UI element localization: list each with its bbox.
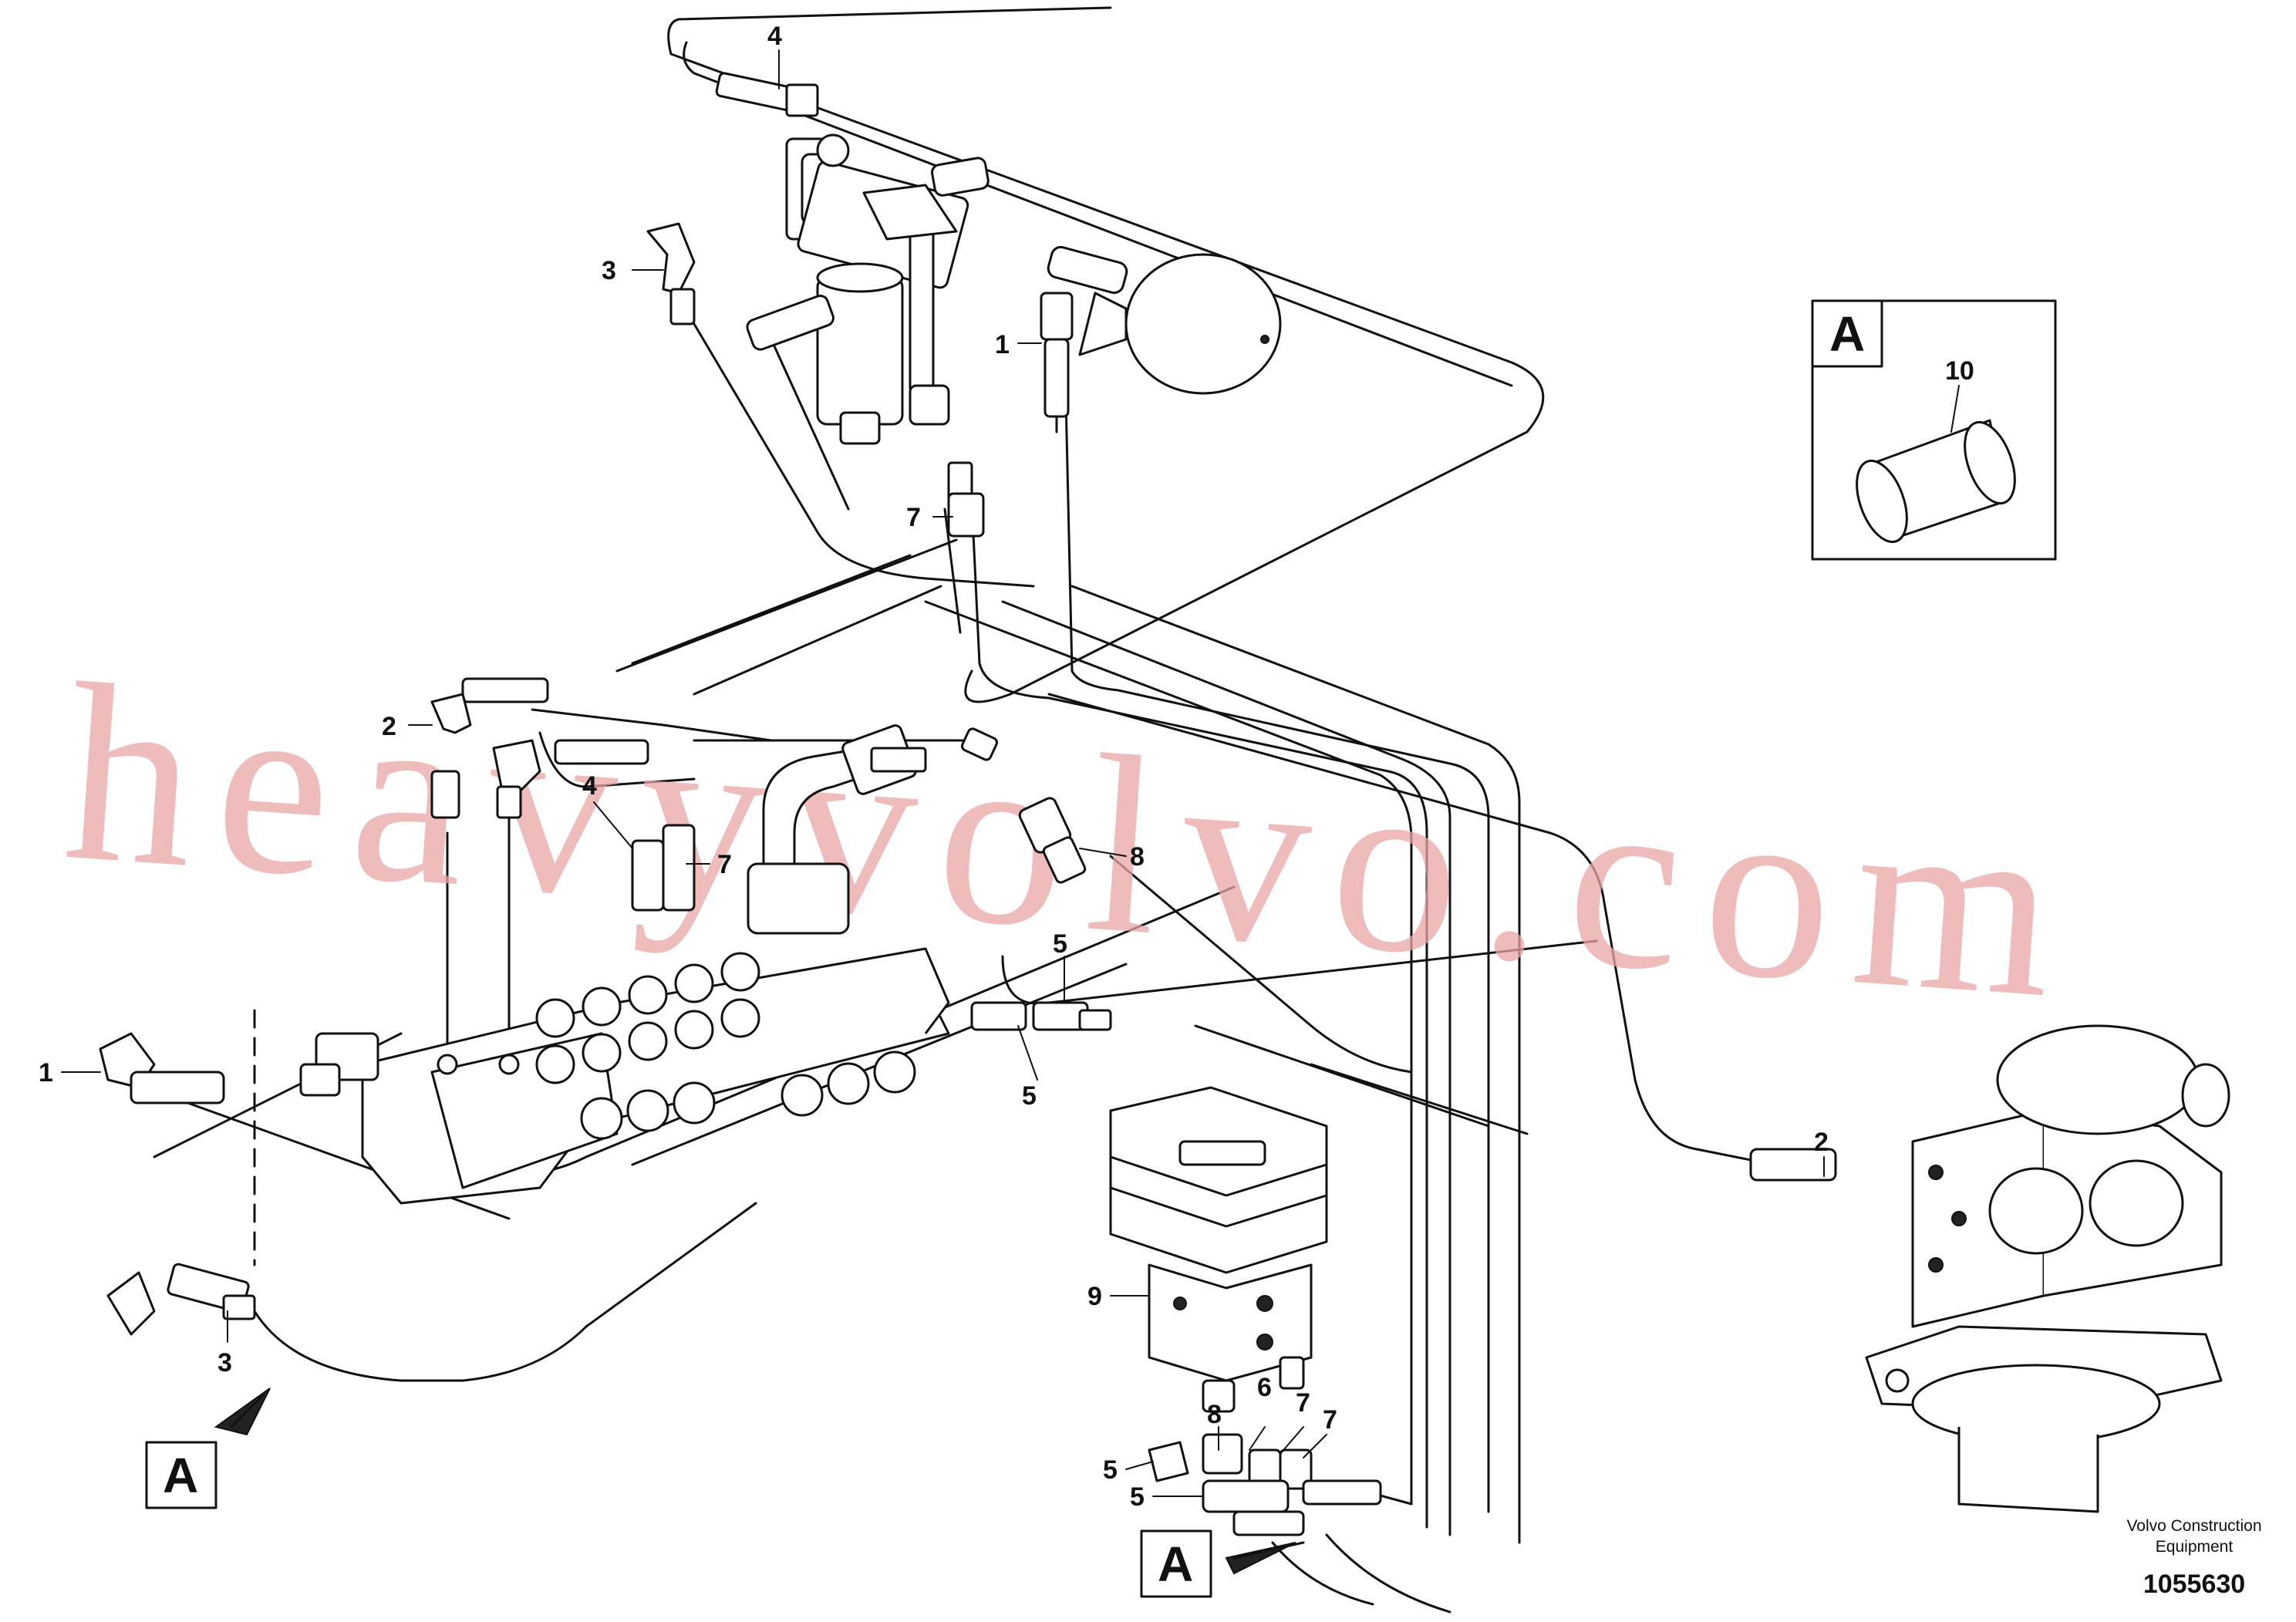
callout-left-3: 3	[217, 1348, 232, 1378]
callout-bot-5a: 5	[1103, 1455, 1118, 1485]
swing-motor	[1749, 1024, 2230, 1513]
main-control-valve	[299, 724, 950, 1205]
callout-top-3: 3	[602, 256, 616, 285]
left-fittings	[99, 1009, 256, 1336]
callout-mid-7: 7	[717, 850, 732, 879]
view-marker-left-letter: A	[163, 1448, 198, 1503]
callout-bot-7a: 7	[1296, 1388, 1310, 1418]
callout-mid-5b: 5	[1022, 1081, 1037, 1111]
pilot-control-unit	[1109, 1086, 1328, 1413]
detail-box-a: A	[1811, 299, 2057, 561]
top-fittings	[646, 72, 1074, 538]
view-marker-bottom-letter: A	[1158, 1536, 1193, 1592]
callout-bot-8: 8	[1207, 1400, 1222, 1429]
accumulator	[1047, 245, 1282, 395]
callout-mid-2: 2	[382, 712, 396, 741]
hose-routes	[122, 6, 1775, 1614]
bushing-part-10	[1856, 419, 2016, 544]
callout-detail-10: 10	[1945, 356, 1974, 386]
view-marker-bottom: A	[1140, 1529, 1305, 1598]
main-valve-fittings	[430, 677, 1112, 1031]
leader-lines	[61, 49, 1825, 1497]
callout-bot-5b: 5	[1130, 1482, 1145, 1512]
pilot-fittings	[1148, 1433, 1382, 1536]
callout-top-7: 7	[906, 503, 921, 532]
callout-top-4: 4	[767, 22, 782, 51]
callout-bot-6: 6	[1257, 1373, 1272, 1402]
footer: Volvo Construction Equipment 1055630	[2126, 1517, 2261, 1599]
solenoid-valve-assembly	[746, 133, 990, 511]
callout-top-1: 1	[995, 330, 1010, 359]
spool-caps	[535, 952, 916, 1140]
callout-right-2: 2	[1814, 1128, 1829, 1157]
callout-pilot-9: 9	[1087, 1282, 1102, 1311]
callout-bot-7b: 7	[1323, 1405, 1337, 1435]
footer-company-line2: Equipment	[2156, 1538, 2234, 1556]
footer-company-line1: Volvo Construction	[2126, 1517, 2261, 1535]
document-number: 1055630	[2143, 1570, 2245, 1599]
callout-mid-5a: 5	[1053, 929, 1067, 959]
callout-left-1: 1	[39, 1058, 53, 1088]
callout-mid-4: 4	[582, 771, 597, 801]
callout-labels: 4 3 1 7 2 4 7 8 5 5 1 3 2 9 8 6 7 7 5 5 …	[39, 22, 1974, 1512]
detail-box-letter: A	[1829, 306, 1865, 362]
view-marker-left: A	[145, 1388, 271, 1509]
callout-mid-8: 8	[1130, 842, 1145, 872]
